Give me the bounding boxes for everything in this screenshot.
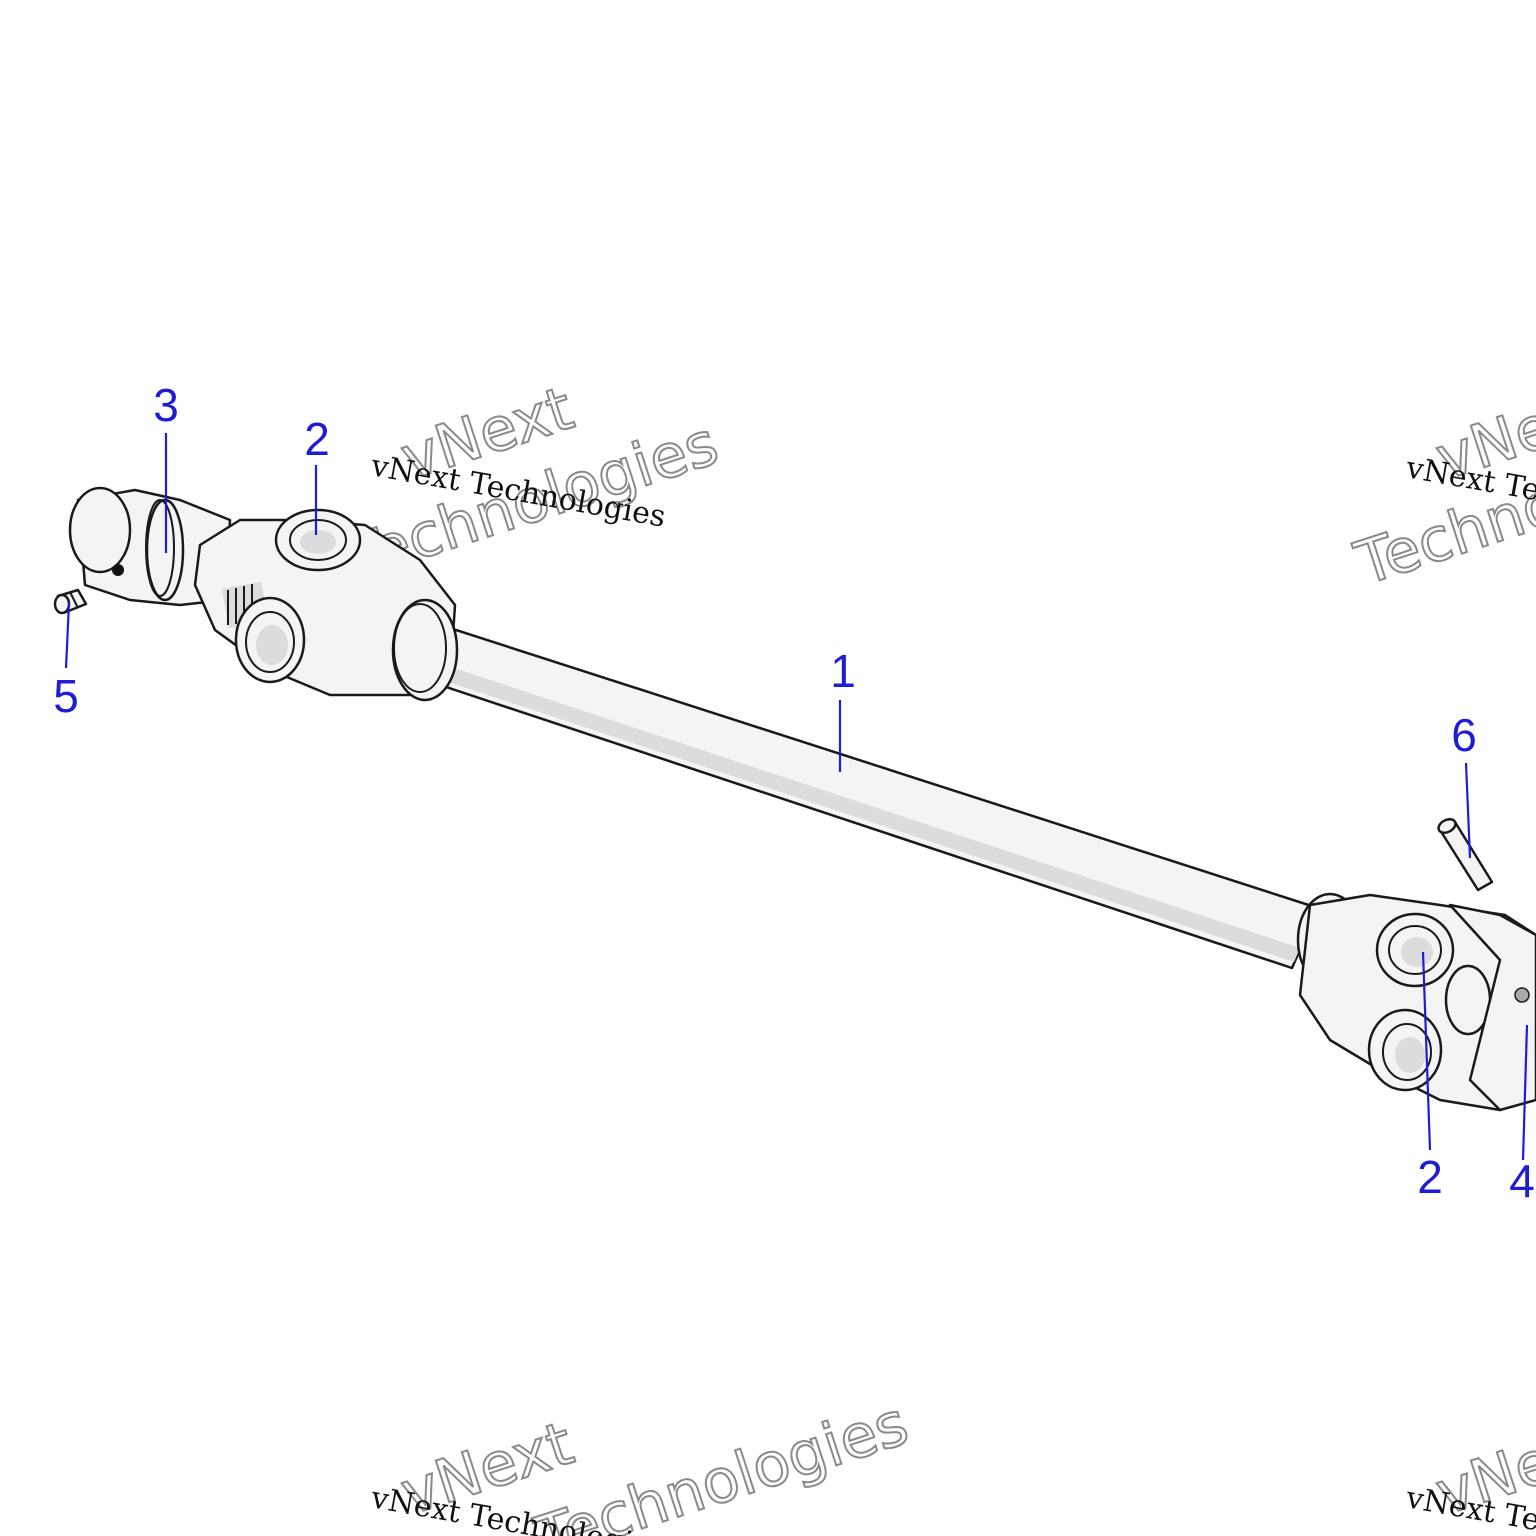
callout-2-right: 2 <box>1417 1151 1443 1203</box>
leader-2b <box>1421 951 1432 1151</box>
watermark-bottom-left: vNext Technologies vNext Technologies <box>368 1388 918 1536</box>
right-universal-joint <box>1296 892 1536 1112</box>
roll-pin <box>1437 817 1494 892</box>
leader-5 <box>64 602 71 669</box>
callout-5: 5 <box>53 670 79 722</box>
callout-numbers: 1 2 2 3 4 5 6 <box>53 379 1535 1207</box>
callout-3: 3 <box>153 379 179 431</box>
leader-lines <box>64 433 1529 1161</box>
left-splined-sleeve <box>68 486 232 607</box>
left-universal-joint <box>193 508 459 702</box>
callout-4: 4 <box>1509 1155 1535 1207</box>
leader-4 <box>1521 1024 1529 1161</box>
leader-6 <box>1464 762 1472 859</box>
shaft-tube <box>408 618 1320 970</box>
callout-1: 1 <box>830 645 856 697</box>
watermark-bottom-right: vNext vNext Technologies <box>1403 1408 1536 1536</box>
watermark-top-right: vNext Technologies vNext Technologies <box>1346 373 1536 601</box>
callout-6: 6 <box>1451 709 1477 761</box>
watermark-word2: Technologies <box>527 1389 916 1536</box>
set-screw <box>53 588 88 615</box>
callout-2-left: 2 <box>304 413 330 465</box>
